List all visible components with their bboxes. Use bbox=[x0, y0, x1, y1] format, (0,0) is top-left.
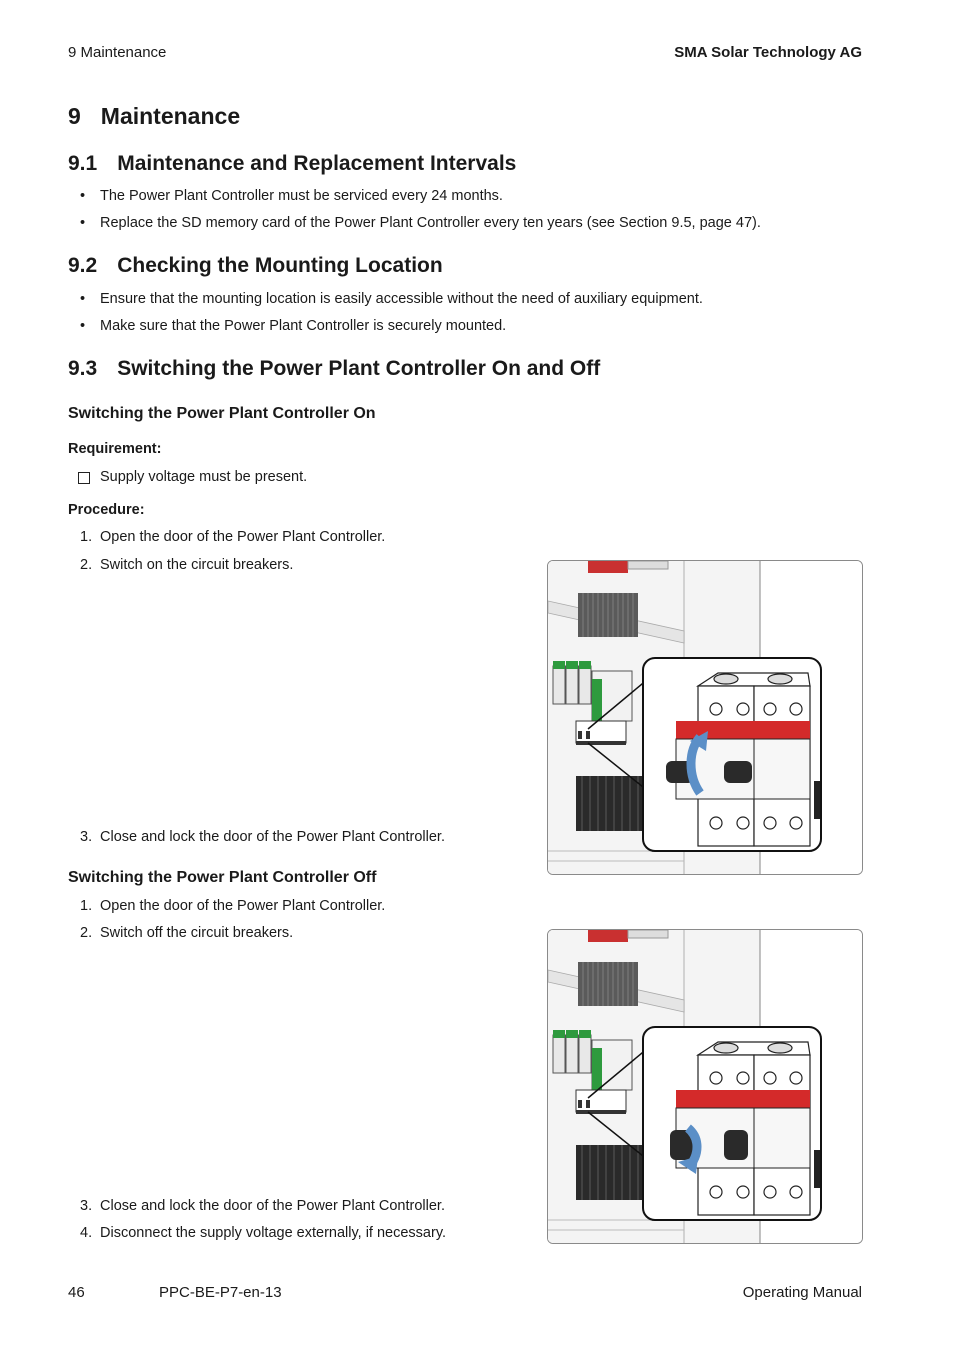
requirement-text: Supply voltage must be present. bbox=[100, 469, 308, 485]
chapter-title: Maintenance bbox=[100, 103, 241, 129]
figure-circuit-breaker-off bbox=[547, 929, 863, 1244]
section-number: 9.1 bbox=[68, 152, 98, 175]
subsection-off-heading: Switching the Power Plant Controller Off bbox=[68, 869, 377, 886]
list-item: The Power Plant Controller must be servi… bbox=[100, 188, 503, 204]
section-number: 9.3 bbox=[68, 357, 98, 380]
procedure-step: 2.Switch on the circuit breakers. bbox=[80, 557, 294, 573]
procedure-step: 1.Open the door of the Power Plant Contr… bbox=[80, 898, 386, 914]
running-header-chapter: 9 Maintenance bbox=[68, 44, 167, 61]
bullet-icon: • bbox=[80, 215, 86, 231]
running-header-company: SMA Solar Technology AG bbox=[674, 44, 862, 61]
list-item: Replace the SD memory card of the Power … bbox=[100, 215, 761, 231]
bullet-icon: • bbox=[80, 291, 86, 307]
procedure-step: 4.Disconnect the supply voltage external… bbox=[80, 1225, 447, 1241]
procedure-label: Procedure: bbox=[68, 502, 145, 518]
bullet-icon: • bbox=[80, 188, 86, 204]
document-id: PPC-BE-P7-en-13 bbox=[159, 1284, 282, 1301]
procedure-step: 2.Switch off the circuit breakers. bbox=[80, 925, 294, 941]
requirement-label: Requirement: bbox=[68, 441, 162, 457]
procedure-step: 3.Close and lock the door of the Power P… bbox=[80, 1198, 445, 1214]
procedure-step: 1.Open the door of the Power Plant Contr… bbox=[80, 529, 386, 545]
section-9-1-heading: 9.1 Maintenance and Replacement Intervals bbox=[68, 152, 516, 176]
section-title: Checking the Mounting Location bbox=[117, 254, 443, 277]
section-number: 9.2 bbox=[68, 254, 98, 277]
procedure-step: 3.Close and lock the door of the Power P… bbox=[80, 829, 445, 845]
chapter-heading: 9 Maintenance bbox=[68, 103, 240, 130]
document-type: Operating Manual bbox=[742, 1284, 862, 1301]
section-title: Switching the Power Plant Controller On … bbox=[117, 357, 601, 380]
page-number: 46 bbox=[68, 1284, 85, 1301]
list-item: Ensure that the mounting location is eas… bbox=[100, 291, 703, 307]
bullet-icon: • bbox=[80, 318, 86, 334]
list-item: Make sure that the Power Plant Controlle… bbox=[100, 318, 507, 334]
section-title: Maintenance and Replacement Intervals bbox=[117, 152, 517, 175]
section-9-3-heading: 9.3 Switching the Power Plant Controller … bbox=[68, 357, 600, 381]
checkbox-icon bbox=[78, 472, 90, 484]
section-9-2-heading: 9.2 Checking the Mounting Location bbox=[68, 254, 443, 278]
chapter-number: 9 bbox=[68, 103, 81, 129]
figure-circuit-breaker-on bbox=[547, 560, 863, 875]
subsection-on-heading: Switching the Power Plant Controller On bbox=[68, 405, 376, 422]
